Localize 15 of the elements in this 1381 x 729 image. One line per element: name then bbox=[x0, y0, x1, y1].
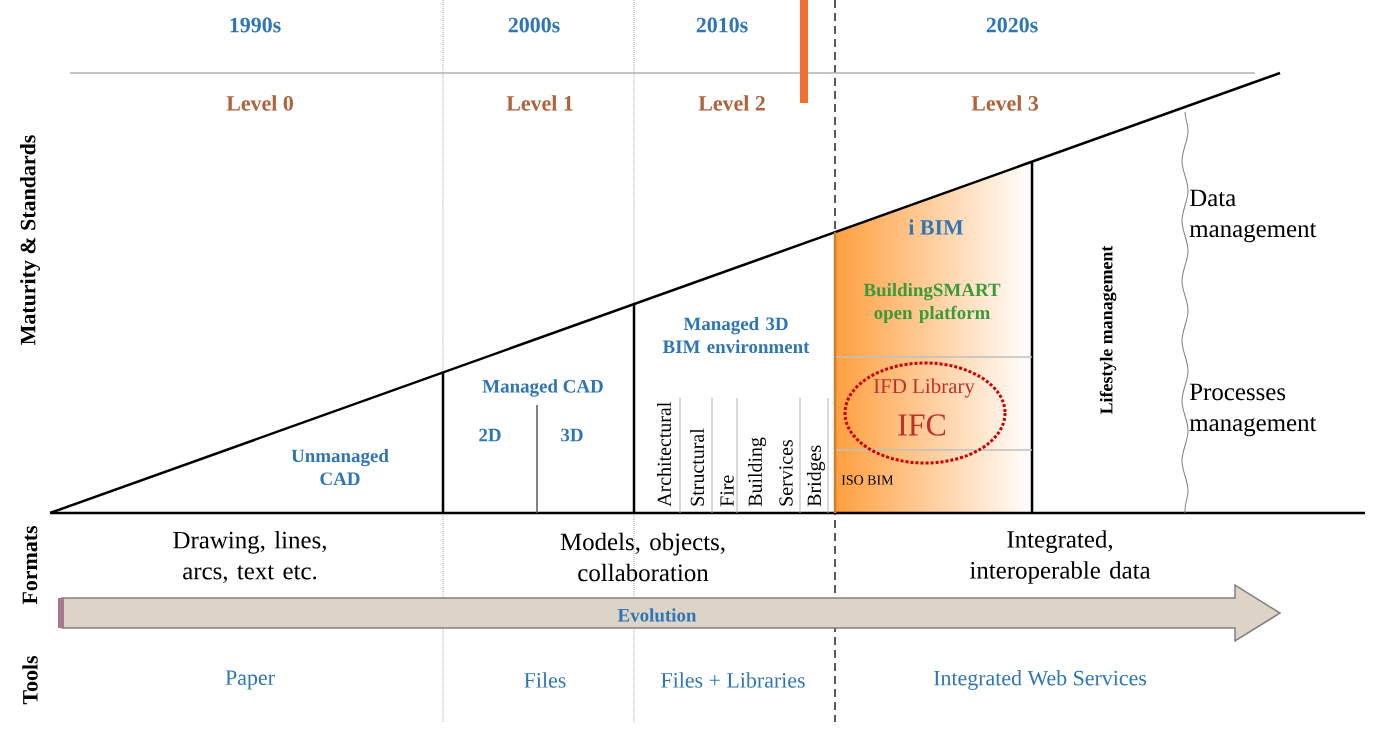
decade-label: 2010s bbox=[696, 17, 748, 33]
format-label: Models, objects, collaboration bbox=[560, 532, 725, 582]
decade-label: 2000s bbox=[508, 17, 560, 33]
arrow-label: Evolution bbox=[617, 608, 697, 622]
tool-label: Paper bbox=[225, 670, 275, 690]
decade-label: 1990s bbox=[230, 17, 281, 33]
format-label: Integrated, interoperable data bbox=[969, 530, 1151, 584]
format-label: Drawing, lines, arcs, text etc. bbox=[173, 531, 326, 583]
tool-label: Integrated Web Services bbox=[934, 670, 1147, 690]
axis-title: Tools bbox=[22, 655, 38, 705]
tool-label: Files bbox=[524, 672, 566, 688]
axis-title: Maturity & Standards bbox=[20, 135, 40, 345]
tool-label: Files + Libraries bbox=[661, 672, 805, 688]
decade-label: 2020s bbox=[986, 17, 1038, 33]
axis-title: Formats bbox=[22, 525, 38, 605]
